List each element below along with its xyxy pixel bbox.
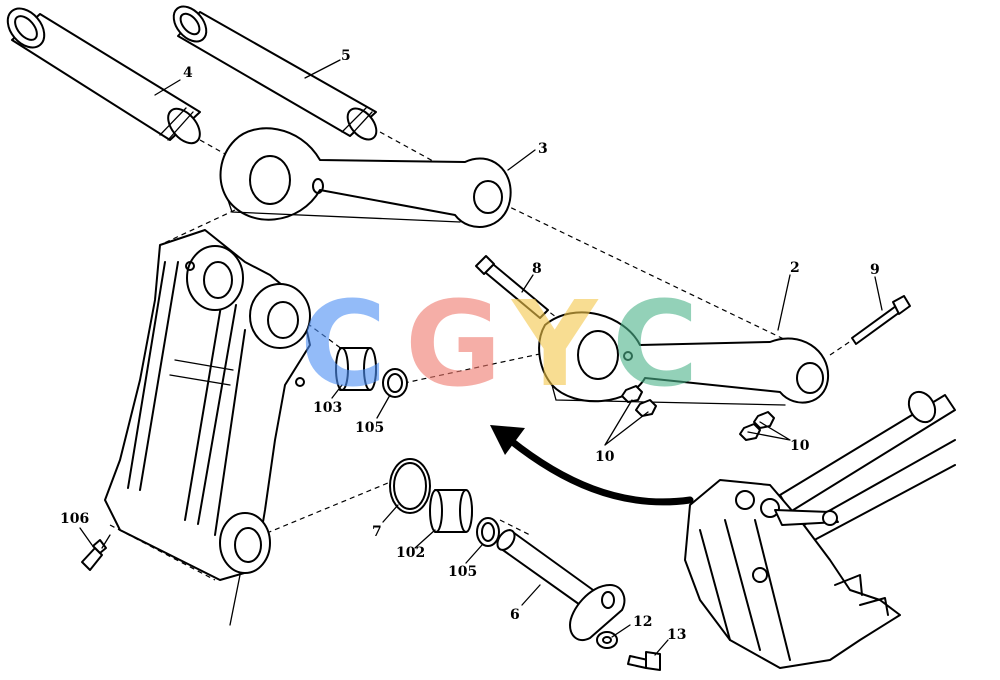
label-part-5: 5 — [341, 48, 351, 64]
label-part-105-upper: 105 — [355, 420, 384, 436]
label-part-3: 3 — [538, 141, 548, 157]
bucket-lever-frame — [104, 229, 311, 626]
link-arm-3 — [219, 127, 512, 228]
watermark-letter-g: G — [405, 275, 502, 413]
label-part-105-lower: 105 — [448, 564, 477, 580]
label-part-13: 13 — [667, 627, 686, 643]
bushing-103 — [335, 347, 377, 391]
label-part-8: 8 — [532, 261, 542, 277]
watermark-logo: C G Y C — [300, 275, 699, 413]
watermark-letter-c1: C — [300, 275, 387, 413]
bucket-assembly-inset — [684, 390, 956, 669]
part-labels: 4 5 3 2 8 9 10 10 103 105 7 102 105 6 12… — [60, 48, 880, 643]
pin-4 — [6, 7, 201, 145]
pin-5 — [172, 5, 378, 141]
label-part-7: 7 — [372, 524, 382, 540]
bolt-9 — [851, 295, 911, 345]
seal-105-lower — [476, 517, 500, 547]
bushing-102 — [429, 489, 473, 533]
seal-105-upper — [382, 368, 408, 398]
grease-fitting-106 — [81, 534, 111, 571]
link-arm-2 — [538, 311, 830, 406]
bolt-13 — [627, 651, 661, 671]
watermark-letter-y: Y — [510, 275, 599, 413]
label-part-2: 2 — [790, 260, 800, 276]
label-part-4: 4 — [183, 65, 193, 81]
label-part-103: 103 — [313, 400, 342, 416]
watermark-letter-c2: C — [612, 275, 699, 413]
label-part-102: 102 — [396, 545, 425, 561]
label-part-9: 9 — [870, 262, 880, 278]
bolt-8 — [475, 255, 549, 319]
leader-lines — [79, 59, 883, 656]
label-part-10-right: 10 — [790, 438, 810, 454]
pin-6 — [496, 529, 626, 642]
washer-12 — [596, 631, 618, 649]
o-ring-7 — [389, 458, 431, 514]
label-part-6: 6 — [510, 607, 520, 623]
label-part-106: 106 — [60, 511, 89, 527]
label-part-12: 12 — [633, 614, 652, 630]
label-part-10-left: 10 — [595, 449, 615, 465]
nuts-10-left — [621, 385, 657, 417]
direction-arrow — [490, 425, 694, 506]
